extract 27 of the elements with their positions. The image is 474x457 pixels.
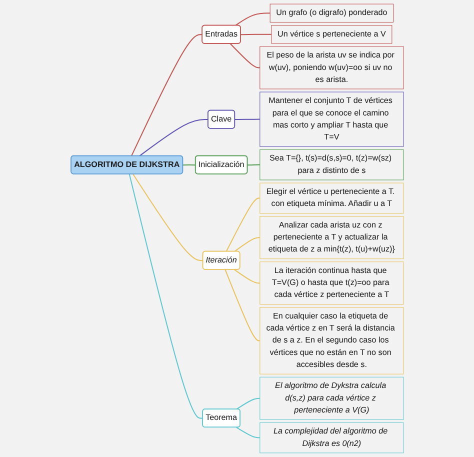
connector: [236, 398, 260, 410]
connector: [234, 237, 260, 252]
node-box: El algoritmo de Dykstra calcula d(s,z) para cada vértice z perteneciente a V(G): [259, 376, 404, 420]
connector: [234, 269, 260, 284]
node-box: El peso de la arista uv se indica por w(uv), poniendo w(uv)=oo si uv no es arista.: [259, 46, 404, 90]
node-box: Analizar cada arista uz con z perteneciente a T y actualizar la etiqueta de z a min{t(z), t(u)+w(uz)}: [259, 216, 404, 260]
node-box: Mantener el conjunto T de vértices para el que se conoce el camino mas corto y ampliar T hasta que T=V: [259, 92, 404, 147]
node-box: Sea T={}, t(s)=d(s,s)=0, t(z)=w(sz) para z distinto de s: [259, 149, 404, 180]
node-box: La iteración continua hasta que T=V(G) o hasta que t(z)=oo para cada vértice z perteneciente a T: [259, 262, 404, 305]
node-box: La complejidad del algoritmo de Dijkstra es 0(n2): [259, 422, 404, 454]
node-box: Un vértice s perteneciente a V: [270, 25, 392, 44]
connector: [130, 34, 202, 156]
connector: [236, 426, 260, 438]
connector: [224, 270, 260, 342]
node-box: Un grafo (o digrafo) ponderado: [270, 4, 394, 22]
node-box: En cualquier caso la etiqueta de cada vértice z en T será la distancia de s a z. En el segundo caso los vértices que no están en T no son accesibles desde s.: [259, 307, 404, 374]
connector: [132, 174, 203, 262]
connector: [182, 164, 196, 166]
node-box: Elegir el vértice u perteneciente a T. con etiqueta mínima. Añadir u a T: [259, 182, 404, 214]
connector: [128, 174, 203, 419]
connector: [234, 118, 260, 120]
connector: [247, 164, 260, 166]
connector: [139, 119, 208, 156]
connector: [230, 43, 260, 68]
connector: [240, 34, 272, 36]
connector: [234, 12, 270, 26]
connector: [226, 198, 260, 252]
